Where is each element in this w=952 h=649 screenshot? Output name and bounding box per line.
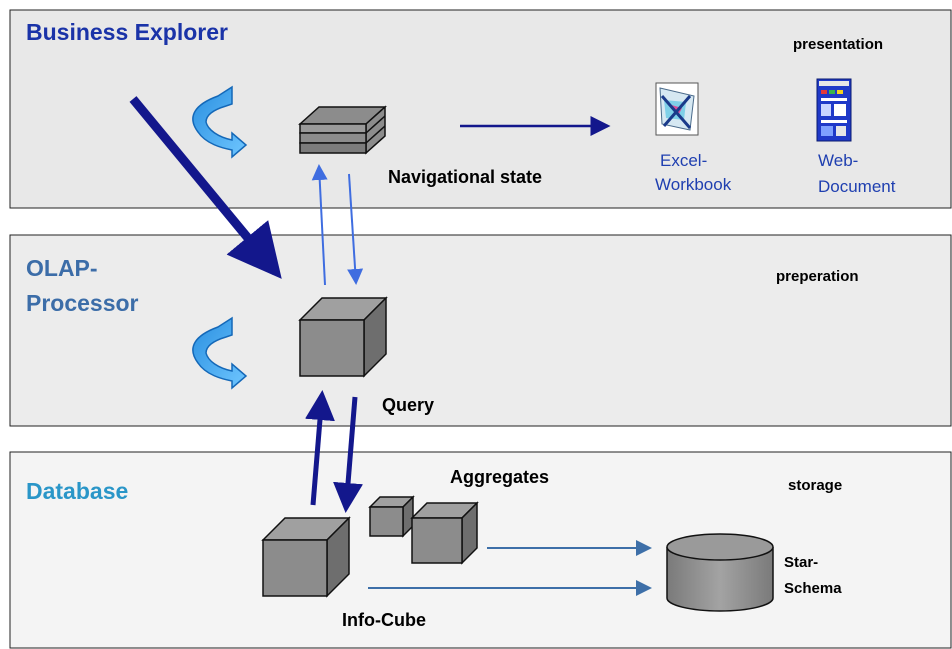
- excel-workbook-icon: [655, 82, 699, 136]
- navigational-state-icon: [298, 105, 387, 155]
- database-cylinder-icon: [666, 533, 774, 612]
- label-info-cube: Info-Cube: [342, 610, 426, 630]
- aggregate-cube-small-icon: [368, 495, 415, 538]
- info-cube-icon: [261, 516, 351, 598]
- layer-title-olap-line2: Processor: [26, 290, 139, 316]
- label-excel-line2: Workbook: [655, 175, 732, 194]
- label-web-line2: Document: [818, 177, 896, 196]
- arrow-query-to-navstate: [311, 164, 328, 286]
- label-excel-line1: Excel-: [660, 151, 707, 170]
- rotate-arrow-icon: [192, 85, 248, 159]
- layer-tag-presentation: presentation: [793, 36, 883, 53]
- label-navigational-state: Navigational state: [388, 167, 542, 187]
- label-star-line2: Schema: [784, 580, 842, 597]
- presentation-layer: Business Explorer presentation: [9, 9, 952, 209]
- layer-title-business-explorer: Business Explorer: [26, 19, 228, 45]
- database-layer: Database storage: [9, 451, 952, 649]
- layer-title-database: Database: [26, 478, 128, 504]
- arrow-infocube-to-query: [305, 390, 335, 506]
- label-web-line1: Web-: [818, 151, 858, 170]
- label-aggregates: Aggregates: [450, 467, 549, 487]
- rotate-arrow-icon: [192, 316, 248, 390]
- arrow-navstate-to-query: [347, 173, 364, 285]
- label-star-line1: Star-: [784, 554, 818, 571]
- arrow-explorer-to-olap: [129, 96, 282, 279]
- layer-title-olap-line1: OLAP-: [26, 255, 98, 281]
- olap-layer: OLAP- Processor preperation: [9, 234, 952, 427]
- aggregate-cube-large-icon: [410, 501, 479, 565]
- arrow-query-to-infocube: [333, 396, 363, 513]
- layer-tag-storage: storage: [788, 477, 842, 494]
- label-query: Query: [382, 395, 434, 415]
- layer-tag-preperation: preperation: [776, 268, 859, 285]
- web-document-icon: [816, 78, 852, 142]
- query-cube-icon: [298, 296, 388, 378]
